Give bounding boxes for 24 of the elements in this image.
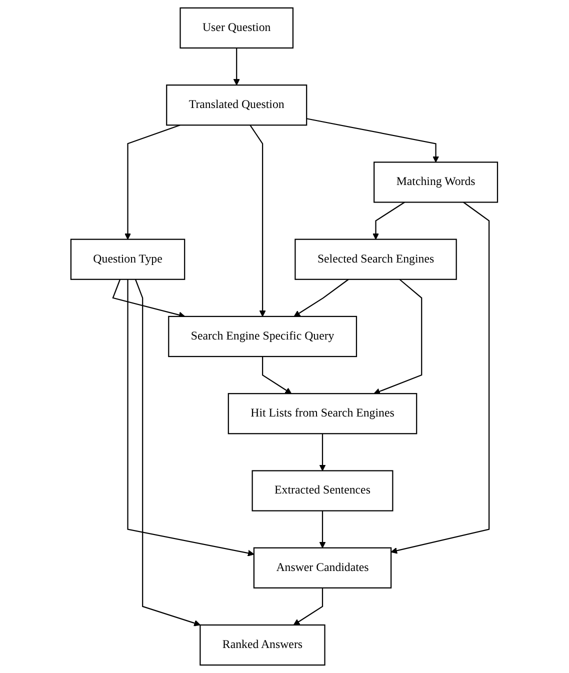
arrow [262, 356, 292, 394]
arrow [374, 278, 422, 395]
arrow [127, 279, 255, 556]
node-box: Question Type [70, 238, 186, 280]
arrow [372, 202, 406, 240]
node-box: Search Engine Specific Query [168, 316, 358, 358]
arrow [391, 202, 490, 554]
node-box: Answer Candidates [254, 547, 392, 588]
node-box: Ranked Answers [200, 624, 326, 666]
arrow [294, 278, 350, 317]
arrow [320, 434, 326, 472]
node-box: Matching Words [374, 162, 498, 203]
arrow [250, 124, 266, 317]
node-box: Hit Lists from Search Engines [228, 393, 418, 434]
arrow [124, 124, 181, 240]
node-box: Translated Question [166, 84, 308, 126]
arrow [135, 279, 201, 626]
arrow [234, 48, 240, 86]
arrow [306, 118, 440, 162]
arrow [294, 588, 324, 626]
node-box: Selected Search Engines [294, 238, 458, 280]
node-box: Extracted Sentences [252, 470, 394, 512]
node-box: User Question [180, 7, 294, 49]
arrow [320, 510, 326, 548]
